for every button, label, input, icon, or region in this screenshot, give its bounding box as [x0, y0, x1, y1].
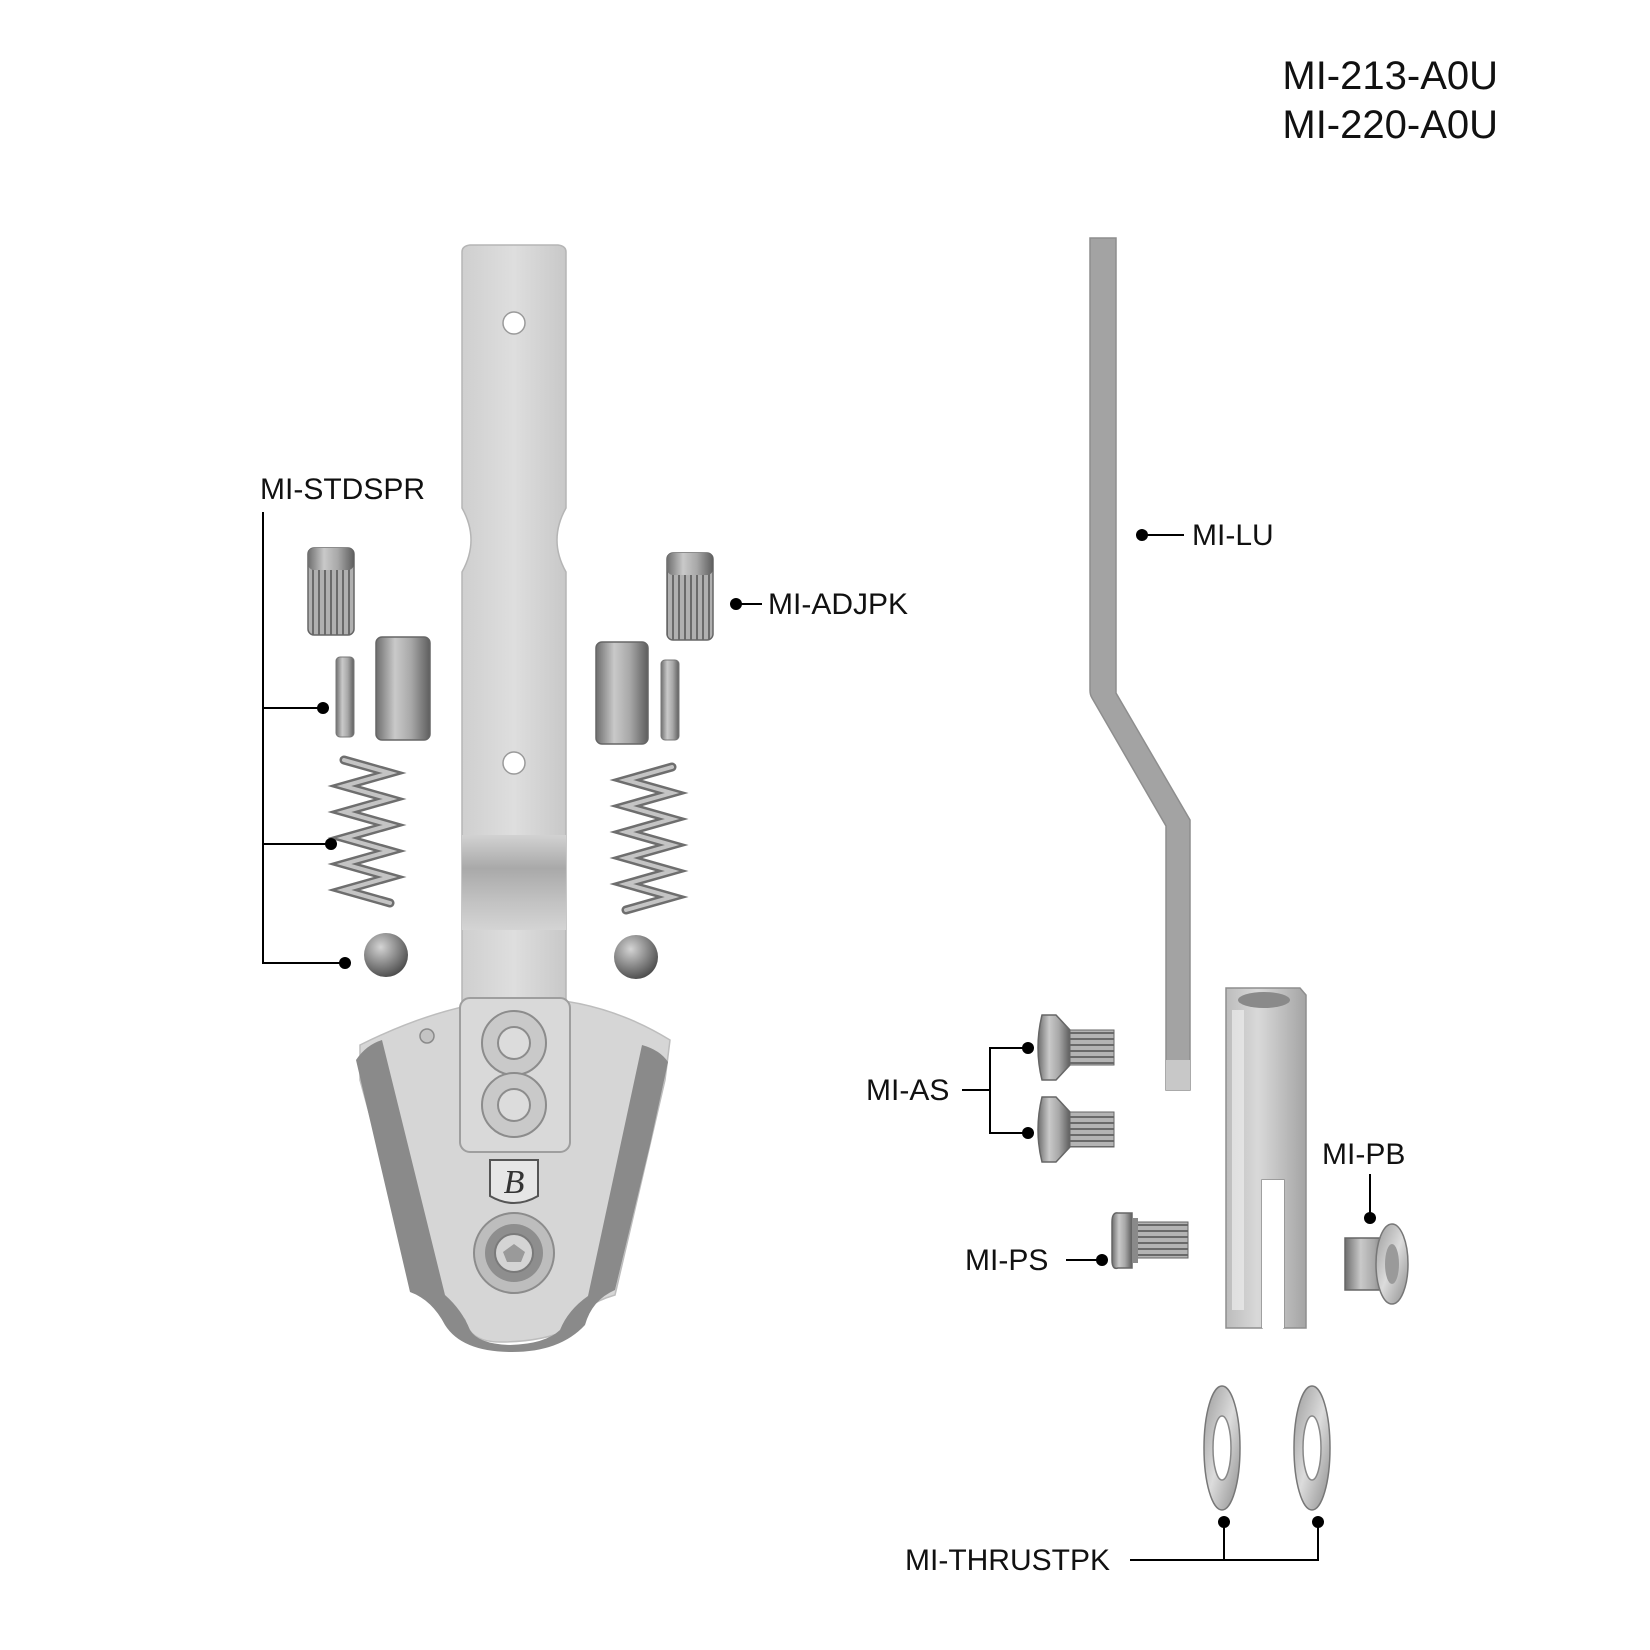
- label-mi-as: MI-AS: [866, 1074, 950, 1107]
- label-mi-thrustpk: MI-THRUSTPK: [905, 1544, 1110, 1577]
- cutter-head: B: [356, 997, 671, 1352]
- clevis-block: [1225, 987, 1307, 1329]
- label-mi-lu: MI-LU: [1192, 519, 1274, 552]
- label-mi-adjpk: MI-ADJPK: [768, 588, 909, 621]
- left-detent-assembly: [307, 547, 431, 977]
- model-number-1: MI-213-A0U: [1282, 54, 1498, 98]
- label-mi-pb: MI-PB: [1322, 1138, 1406, 1171]
- right-detent-assembly: [595, 552, 714, 979]
- label-mi-stdspr: MI-STDSPR: [260, 473, 425, 506]
- adjuster-screws: [1037, 1014, 1115, 1163]
- pivot-bushing: [1344, 1223, 1409, 1305]
- leader-lines: [262, 512, 1371, 1561]
- thrust-washers: [1203, 1385, 1331, 1511]
- pawl-arm: [461, 244, 567, 1006]
- pivot-screw: [1111, 1212, 1189, 1270]
- model-number-2: MI-220-A0U: [1282, 103, 1498, 147]
- label-mi-ps: MI-PS: [965, 1244, 1049, 1277]
- linkage-bar: [1089, 237, 1191, 1091]
- leader-dots: [317, 529, 1376, 1528]
- brand-logo-letter: B: [504, 1164, 525, 1201]
